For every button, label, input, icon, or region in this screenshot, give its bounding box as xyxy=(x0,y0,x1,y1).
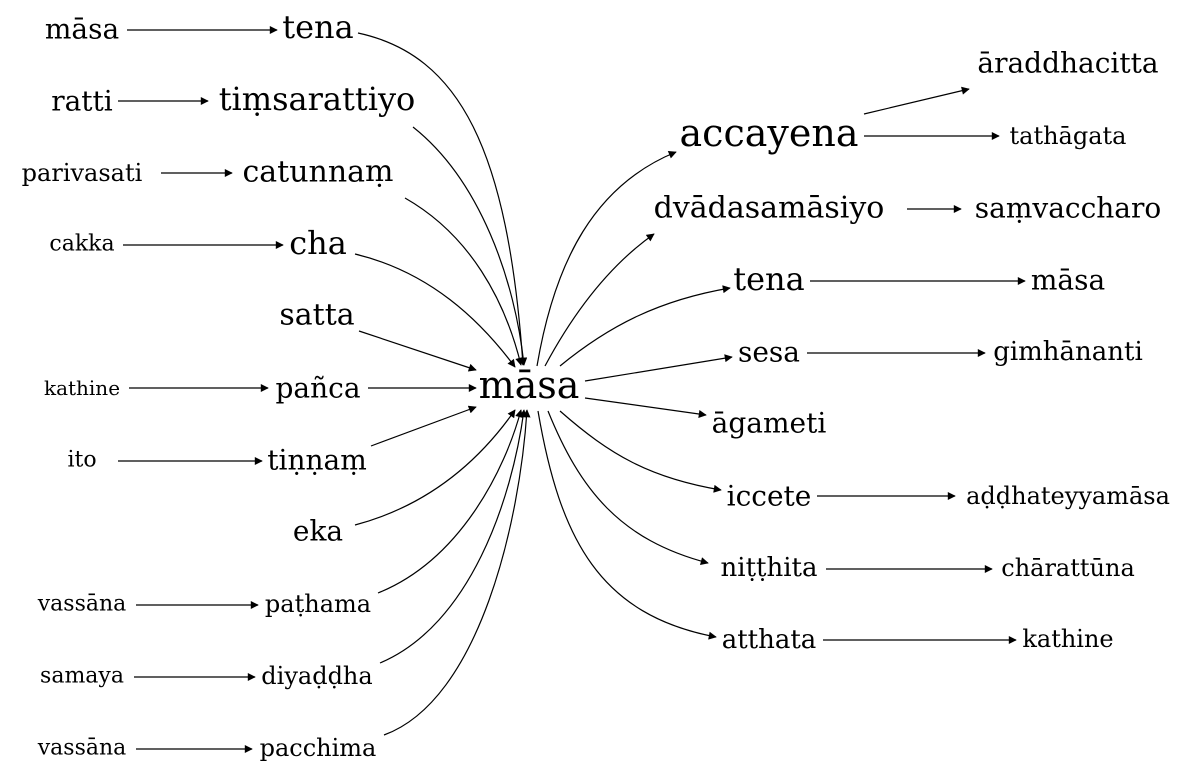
nodes: māsa māsa ratti parivasati cakka kathine… xyxy=(22,8,1170,762)
right-second-word: tathāgata xyxy=(1010,122,1127,150)
right-first-word: niṭṭhita xyxy=(721,553,818,583)
right-first-word: dvādasamāsiyo xyxy=(654,191,885,226)
left-target-word: catunnaṃ xyxy=(242,155,393,190)
right-second-word: chārattūna xyxy=(1001,554,1135,582)
edge xyxy=(547,410,709,566)
left-source-word: ito xyxy=(67,448,96,473)
right-first-word: āgameti xyxy=(712,407,827,440)
edge xyxy=(358,330,477,372)
right-second-word: āraddhacitta xyxy=(977,47,1158,80)
left-target-word: satta xyxy=(279,298,354,333)
left-target-word: pañca xyxy=(275,372,360,405)
left-target-word: diyaḍḍha xyxy=(261,662,372,690)
left-source-word: kathine xyxy=(44,376,120,400)
edge xyxy=(559,410,722,493)
edge xyxy=(370,405,477,447)
left-source-word: vassāna xyxy=(37,736,127,761)
right-first-word: tena xyxy=(733,260,804,298)
left-target-word: tiṃsarattiyo xyxy=(219,80,416,118)
edge xyxy=(584,397,707,418)
left-target-word: eka xyxy=(293,515,343,548)
edge xyxy=(404,197,524,366)
edge xyxy=(412,126,528,366)
right-first-word: accayena xyxy=(680,111,859,155)
right-second-word: māsa xyxy=(1031,264,1105,297)
edge xyxy=(379,409,528,664)
left-target-word: pacchima xyxy=(260,734,377,762)
right-second-word: kathine xyxy=(1022,625,1113,653)
right-second-word: saṃvaccharo xyxy=(975,192,1161,225)
edge xyxy=(354,253,516,368)
left-target-word: paṭhama xyxy=(265,590,371,618)
edge xyxy=(559,285,731,367)
left-source-word: samaya xyxy=(40,664,124,689)
edge xyxy=(354,409,516,526)
left-source-word: cakka xyxy=(49,232,114,257)
edge xyxy=(544,233,655,367)
center-word: māsa xyxy=(479,363,580,407)
edge xyxy=(377,409,524,594)
right-second-word: aḍḍhateyyamāsa xyxy=(966,482,1170,510)
right-first-word: iccete xyxy=(727,480,812,513)
edges xyxy=(118,26,1026,753)
left-source-word: māsa xyxy=(45,13,119,46)
right-first-word: sesa xyxy=(738,336,800,369)
edge xyxy=(357,32,527,366)
edge xyxy=(383,409,531,736)
left-target-word: tena xyxy=(282,8,353,46)
left-source-word: vassāna xyxy=(37,592,127,617)
edge xyxy=(537,410,717,640)
edge xyxy=(584,354,733,382)
left-target-word: tiṇṇaṃ xyxy=(267,444,367,477)
edge xyxy=(863,86,970,115)
right-second-word: gimhānanti xyxy=(993,337,1143,367)
edge xyxy=(536,151,677,367)
left-target-word: cha xyxy=(289,224,347,262)
left-source-word: parivasati xyxy=(22,159,143,187)
right-first-word: atthata xyxy=(722,625,817,655)
left-source-word: ratti xyxy=(51,85,113,118)
